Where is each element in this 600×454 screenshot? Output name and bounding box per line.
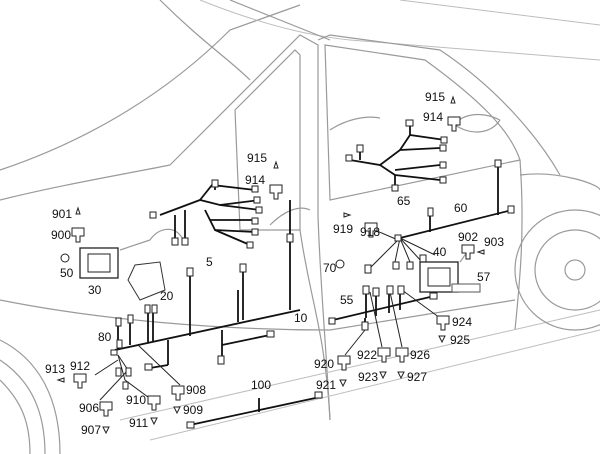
callout-30: 30 (88, 283, 102, 297)
callout-927: 927 (407, 370, 427, 384)
callout-926: 926 (410, 348, 430, 362)
callout-40: 40 (433, 245, 447, 259)
callout-902: 902 (458, 230, 478, 244)
callout-918: 918 (360, 225, 380, 239)
callout-65: 65 (397, 194, 411, 208)
part-57 (451, 283, 481, 293)
callout-914: 914 (423, 110, 443, 124)
callout-10: 10 (294, 311, 308, 325)
wire-harness-65 (349, 125, 446, 185)
callout-923: 923 (358, 370, 378, 384)
callout-20: 20 (160, 289, 174, 303)
control-unit-30 (79, 239, 151, 279)
callout-labels: 915 914 915 914 901 900 50 30 20 5 65 60… (45, 90, 504, 437)
callout-910: 910 (126, 393, 146, 407)
callout-900: 900 (51, 228, 71, 242)
callout-913: 913 (45, 362, 65, 376)
callout-920: 920 (314, 357, 334, 371)
wire-harness-5 (159, 184, 261, 246)
callout-901: 901 (52, 207, 72, 221)
callout-912: 912 (70, 359, 90, 373)
callout-922: 922 (357, 348, 377, 362)
bracket-20 (127, 261, 166, 301)
callout-925: 925 (450, 333, 470, 347)
callout-70: 70 (323, 261, 337, 275)
wire-harness-10 (94, 200, 301, 401)
callout-919: 919 (333, 222, 353, 236)
callout-907: 907 (81, 423, 101, 437)
callout-50: 50 (60, 266, 74, 280)
callout-60: 60 (454, 201, 468, 215)
socket-icons (56, 95, 485, 435)
callout-908: 908 (186, 383, 206, 397)
callout-906: 906 (79, 401, 99, 415)
callout-100: 100 (251, 378, 271, 392)
callout-80: 80 (98, 330, 112, 344)
wire-harness-55 (332, 289, 441, 356)
control-unit-40 (419, 247, 471, 293)
callout-903: 903 (484, 235, 504, 249)
wire-harness-100 (189, 396, 321, 426)
callout-921: 921 (316, 378, 336, 392)
callout-915: 915 (425, 90, 445, 104)
callout-924: 924 (452, 315, 472, 329)
callout-911: 911 (129, 416, 148, 430)
connectors (110, 119, 515, 429)
callout-55: 55 (340, 293, 354, 307)
callout-909: 909 (183, 403, 203, 417)
callout-915: 915 (247, 151, 267, 165)
callout-57: 57 (477, 270, 491, 284)
callout-914: 914 (245, 173, 265, 187)
callout-5: 5 (206, 255, 213, 269)
